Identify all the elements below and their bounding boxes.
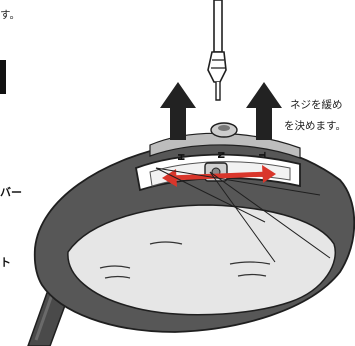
leader-line-weight-ext <box>209 171 331 259</box>
sole-line <box>99 265 131 269</box>
weight-callout: ト <box>0 256 11 269</box>
club-sole <box>67 204 336 316</box>
leader-line-lever-ext <box>155 167 321 196</box>
sole-line <box>237 273 267 277</box>
scale-mark-left: H <box>174 153 185 161</box>
torx-screwdriver-icon <box>207 0 227 101</box>
sole-line <box>149 241 183 245</box>
instruction-top-text: す。 <box>0 9 20 21</box>
cropped-mark <box>0 60 6 94</box>
instruction-line-a: ネジを緩め <box>290 99 343 111</box>
leader-line-lever <box>155 167 266 223</box>
sole-line <box>104 275 131 279</box>
lever-callout: バー <box>0 186 22 199</box>
up-arrow-icon <box>246 82 282 140</box>
up-arrow-icon <box>160 82 196 140</box>
leader-line-weight <box>209 171 276 263</box>
scale-mark-center: N <box>214 151 225 159</box>
crown-screw-head <box>218 125 230 131</box>
double-arrow-icon <box>162 165 276 187</box>
instruction-line-b: を決めます。 <box>284 120 346 132</box>
scale-mark-right: T <box>256 151 267 159</box>
sole-line <box>229 261 271 265</box>
